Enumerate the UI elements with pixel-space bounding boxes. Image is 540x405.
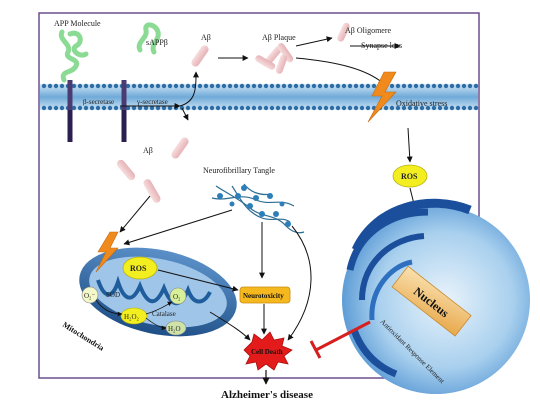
abeta-plaque-label: Aβ Plaque (262, 33, 296, 42)
catalase-label: Catalase (152, 310, 176, 318)
neurotoxicity-box (239, 286, 291, 304)
ros-right-badge (392, 164, 428, 188)
lightning-bolt-mito-icon (95, 231, 119, 273)
abeta-peptides-mid (116, 137, 189, 203)
o2-label: O₂ (173, 293, 181, 301)
abeta-oligomere-label: Aβ Oligomere (345, 26, 392, 35)
app-molecule (58, 29, 89, 142)
cell-membrane (40, 83, 479, 111)
secretase-arrows (120, 71, 199, 121)
cell-death-label: Cell Death (251, 348, 283, 356)
beta-secretase-label: β-secretase (83, 98, 114, 106)
inhibition-line (309, 320, 371, 359)
h2o-label: H₂O (168, 325, 181, 333)
neurotoxicity-label: Neurotoxicity (243, 292, 284, 300)
ros-to-neurotox-arrow (157, 269, 267, 341)
nft-label: Neurofibrillary Tangle (203, 166, 275, 175)
abeta-mid-label: Aβ (143, 146, 153, 155)
ros-mito-label: ROS (130, 264, 147, 273)
mito-inner-arrows (95, 299, 173, 331)
o2-minus-label: O₂⁻ (84, 292, 95, 300)
cell-frame (38, 12, 480, 379)
ros-mito-badge (122, 256, 158, 280)
cell-death-burst (243, 331, 293, 371)
o2-circle (169, 287, 187, 305)
top-pathway-arrows (218, 36, 401, 85)
oxidative-stress-label: Oxidative stress (396, 99, 447, 108)
sappb-label: sAPPβ (146, 38, 168, 47)
mitochondria-label: Mitochondria (61, 320, 106, 353)
abeta-plaque (255, 43, 294, 74)
abeta-oligomere (337, 22, 350, 42)
nft-nodes (217, 185, 291, 227)
gamma-secretase-label: γ-secretase (136, 98, 168, 106)
ros-right-label: ROS (401, 172, 418, 181)
sappb-fragment (136, 22, 161, 55)
lightning-bolt-icon (367, 71, 397, 123)
abeta-top-label: Aβ (201, 33, 211, 42)
h2o2-label: H₂O₂ (124, 313, 140, 321)
app-molecule-label: APP Molecule (54, 19, 101, 28)
o2-minus-circle (81, 286, 99, 304)
diagram-title: Alzheimer's disease (221, 389, 313, 401)
sod-label: SOD (106, 291, 120, 299)
abeta-peptide-top (191, 45, 209, 67)
